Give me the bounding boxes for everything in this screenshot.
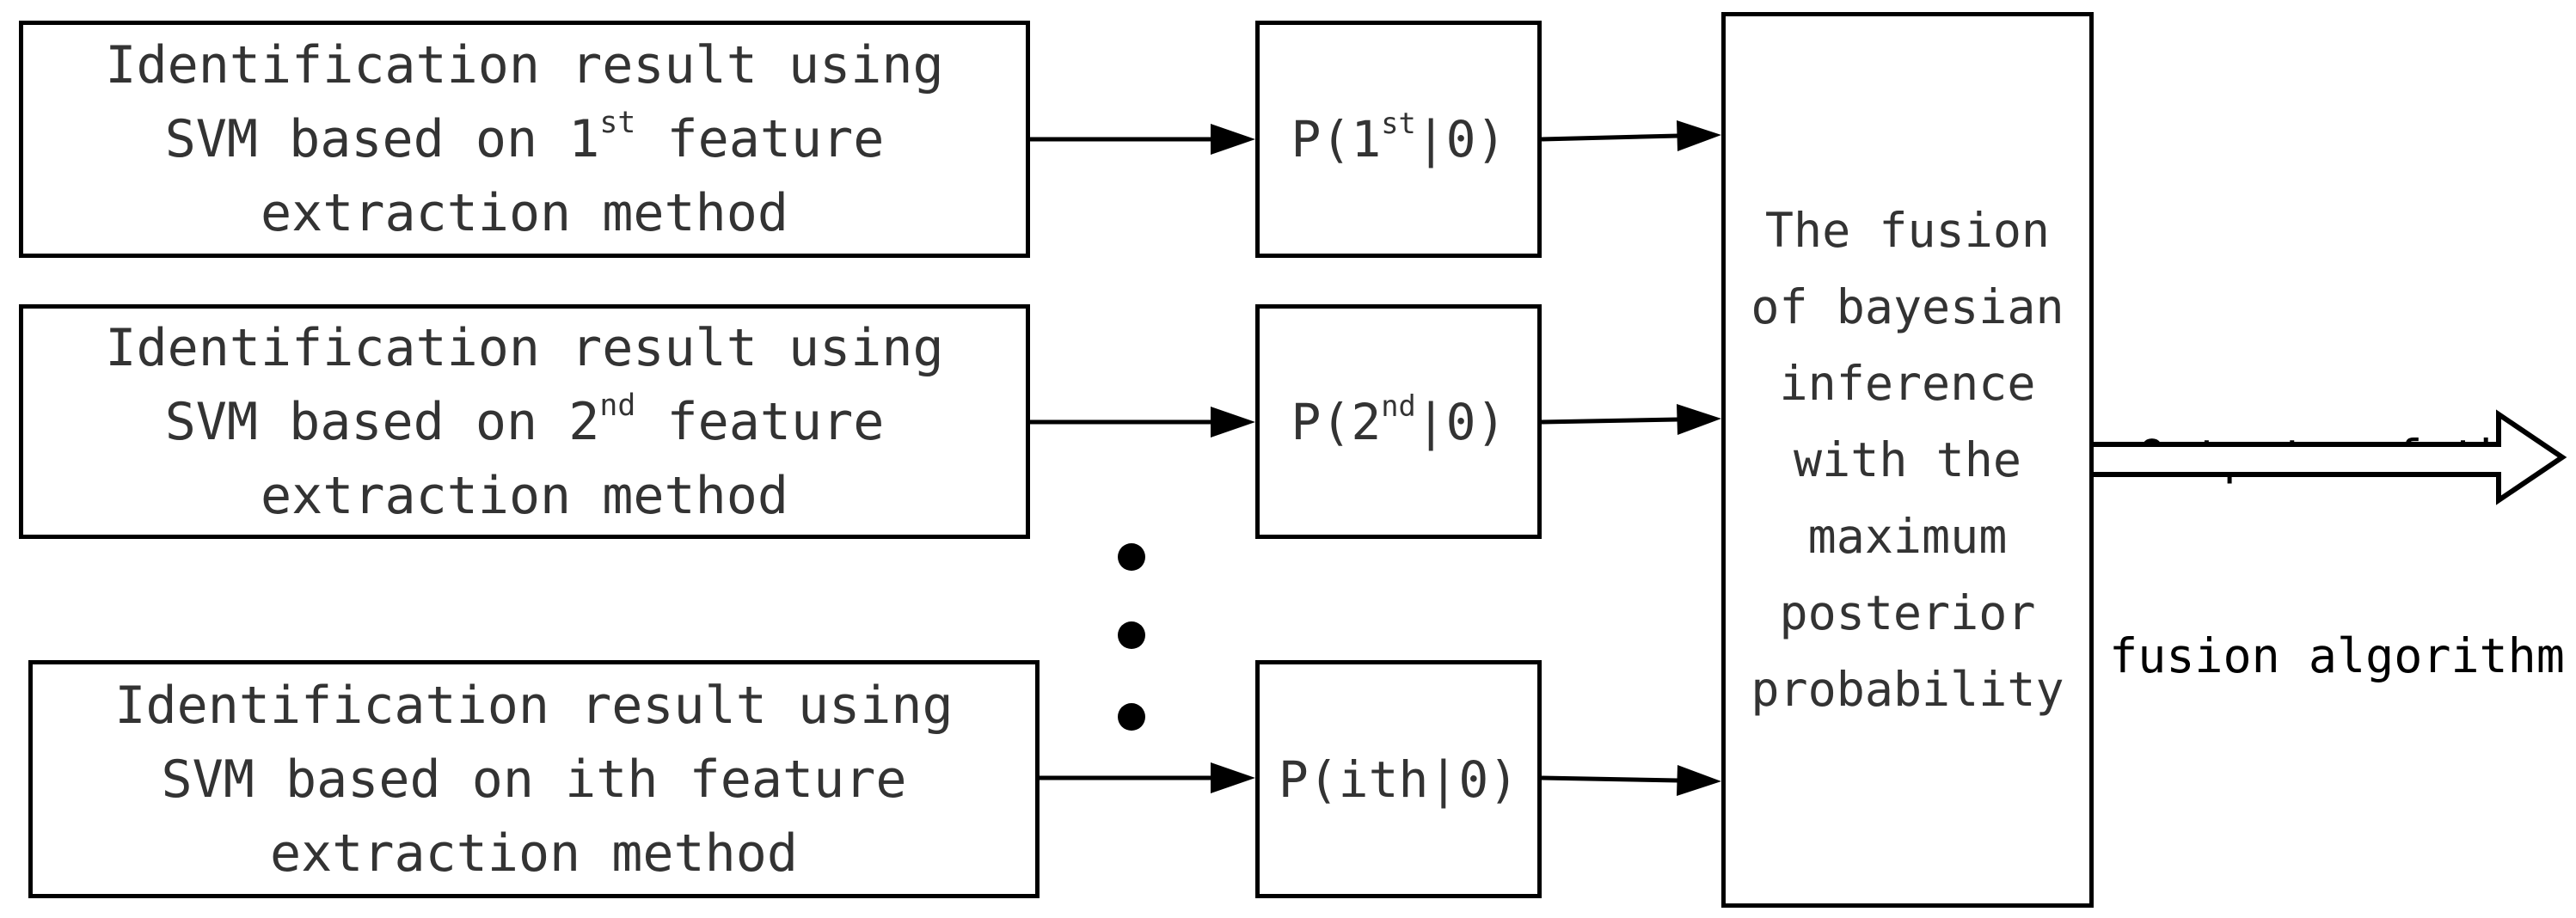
source-1-line-1: Identification result using [105,35,944,95]
source-box-3: Identification result using SVM based on… [28,660,1040,898]
arrow-source3-to-prob3 [1040,762,1255,793]
ellipsis-dot-1 [1118,543,1145,571]
fusion-line-4: with the [1794,431,2021,487]
output-line-2: fusion algorithm [2109,628,2565,683]
source-3-line-1: Identification result using [114,675,954,736]
source-box-2: Identification result using SVM based on… [19,304,1030,539]
arrow-prob3-to-fusion [1541,765,1721,796]
fusion-line-3: inference [1779,355,2036,411]
probability-1-label: P(1st|0) [1291,107,1506,168]
source-2-ordinal-sup: nd [599,388,636,423]
fusion-box: The fusion of bayesian inference with th… [1721,12,2094,908]
ellipsis-dot-2 [1118,621,1145,649]
fusion-line-2: of bayesian [1751,278,2064,334]
fusion-line-1: The fusion [1764,202,2051,258]
probability-box-1: P(1st|0) [1255,21,1542,258]
source-2-line-1: Identification result using [105,317,944,378]
arrow-source1-to-prob1 [1030,124,1255,155]
probability-box-2: P(2nd|0) [1255,304,1542,539]
probability-3-label: P(ith|0) [1278,750,1519,809]
output-arrow [2094,409,2567,505]
probability-2-sup: nd [1381,389,1416,423]
fusion-line-6: posterior [1779,584,2036,640]
source-3-line-3: extraction method [269,823,799,884]
source-1-line-2: SVM based on 1st feature [164,106,885,169]
arrow-source2-to-prob2 [1030,407,1255,438]
arrow-prob1-to-fusion [1541,120,1721,151]
ellipsis-dot-3 [1118,703,1145,731]
probability-2-label: P(2nd|0) [1291,389,1506,451]
source-1-ordinal-sup: st [599,106,636,141]
source-3-line-2: SVM based on ith feature [161,749,907,810]
fusion-line-5: maximum [1807,508,2008,564]
fusion-line-7: probability [1751,661,2064,717]
arrow-prob2-to-fusion [1541,404,1721,435]
source-1-line-3: extraction method [260,183,789,243]
source-2-line-2: SVM based on 2nd feature [164,388,885,452]
source-2-line-3: extraction method [260,465,789,526]
probability-box-3: P(ith|0) [1255,660,1542,898]
probability-1-sup: st [1381,107,1416,141]
source-box-1: Identification result using SVM based on… [19,21,1030,258]
